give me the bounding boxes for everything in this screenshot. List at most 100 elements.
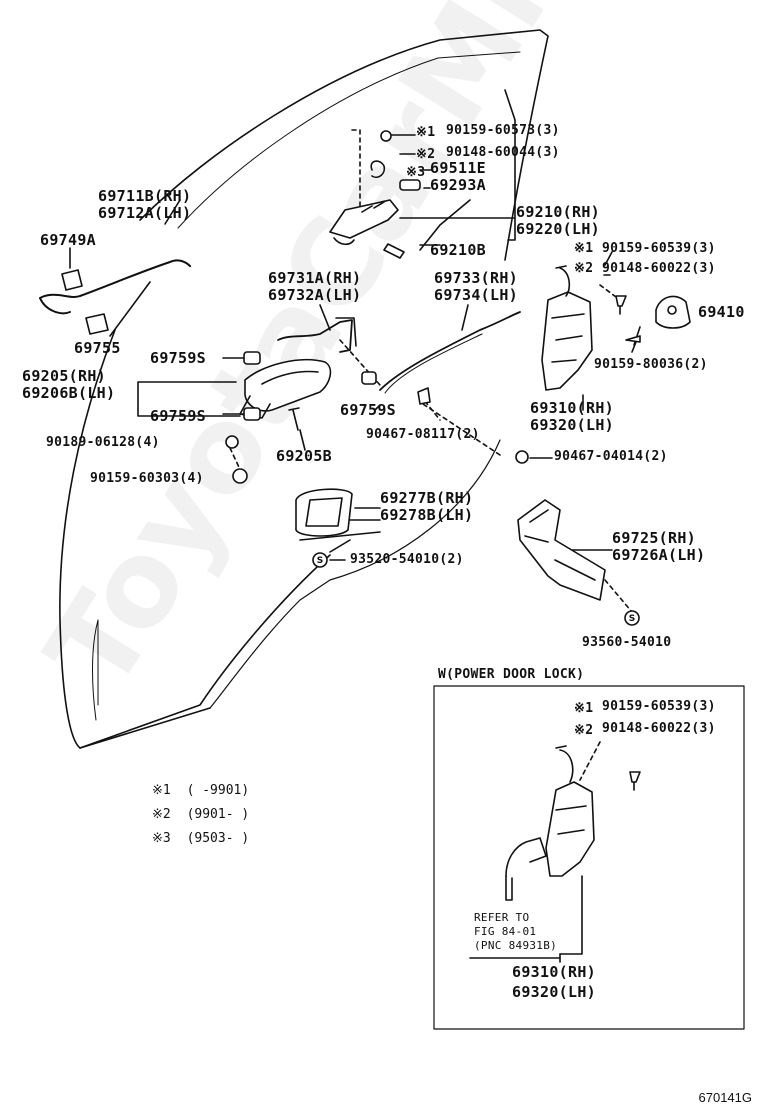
leader-69277 (349, 507, 381, 521)
label-69320-lh: 69320(LH) (530, 416, 614, 434)
inset-connector (505, 837, 547, 877)
label-69749a: 69749A (40, 231, 96, 249)
leader-69711 (164, 199, 181, 225)
inset-mark2: ※2 (574, 723, 594, 738)
label-69278b-lh: 69278B(LH) (380, 506, 474, 524)
mark1-b: ※1 (574, 241, 594, 256)
inside-handle-69205 (244, 358, 332, 412)
spring-69511e (370, 160, 386, 179)
clip-90467-04014 (515, 450, 529, 464)
inset-door-lock (545, 781, 595, 877)
leader-69210-bracket (399, 89, 516, 241)
label-69205-rh: 69205(RH) (22, 367, 106, 385)
label-69712a: 69712A(LH) (98, 204, 192, 222)
label-90148-60044: 90148-60044(3) (446, 145, 560, 160)
inset-refer-line1: REFER TO (474, 911, 530, 924)
pad-69293a (399, 179, 421, 191)
screw-90159-60539 (615, 295, 627, 315)
label-69759s-3: 69759S (340, 401, 396, 419)
clip-69759s-c (361, 371, 377, 385)
note-3-text: (9503- ) (186, 831, 250, 846)
label-69277b-rh: 69277B(RH) (380, 489, 474, 507)
door-bottom-inner (92, 619, 99, 721)
note-2-text: (9901- ) (186, 807, 250, 822)
handle-bezel-69277 (295, 488, 353, 537)
inset-box (433, 685, 745, 1030)
label-69755: 69755 (74, 339, 121, 357)
inset-title: W(POWER DOOR LOCK) (438, 667, 585, 682)
rod-69731 (277, 319, 353, 353)
inset-screw (629, 771, 641, 791)
rod-69711 (39, 259, 191, 299)
label-69210-rh: 69210(RH) (516, 203, 600, 221)
clip-90467-08117 (417, 387, 431, 405)
screw-90159-60303 (232, 468, 248, 484)
label-90467-08117: 90467-08117(2) (366, 427, 480, 442)
label-90159-60539: 90159-60539(3) (602, 241, 716, 256)
label-90148-60022: 90148-60022(3) (602, 261, 716, 276)
label-90467-04014: 90467-04014(2) (554, 449, 668, 464)
label-69293a: 69293A (430, 176, 486, 194)
s-mark-93520: S (317, 556, 323, 566)
label-93520-54010: 93520-54010(2) (350, 552, 464, 567)
label-69733-rh: 69733(RH) (434, 269, 518, 287)
door-lock-69310 (541, 291, 593, 391)
rod-69733 (379, 311, 521, 391)
label-69220-lh: 69220(LH) (516, 220, 600, 238)
note-1: ※1 ( -9901) (152, 784, 249, 798)
door-bottom (79, 707, 211, 749)
inset-mark1: ※1 (574, 701, 594, 716)
note-2: ※2 (9901- ) (152, 808, 249, 822)
label-69310-rh: 69310(RH) (530, 399, 614, 417)
screw-93520 (312, 552, 328, 568)
door-outline-left (59, 329, 331, 749)
leader-69205-bracket (137, 381, 241, 417)
nut-90189 (225, 435, 239, 449)
label-69711b: 69711B(RH) (98, 187, 192, 205)
mark2-b: ※2 (574, 261, 594, 276)
label-90159-60303: 90159-60303(4) (90, 471, 204, 486)
note-1-mark: ※1 (152, 783, 171, 798)
note-2-mark: ※2 (152, 807, 171, 822)
s-mark-93560: S (629, 614, 635, 624)
inset-label-90148-60022: 90148-60022(3) (602, 721, 716, 736)
label-69206b-lh: 69206B(LH) (22, 384, 116, 402)
mark3-a: ※3 (406, 165, 426, 180)
label-90159-80036: 90159-80036(2) (594, 357, 708, 372)
screw-69210b (383, 243, 405, 259)
inset-refer-line3: (PNC 84931B) (474, 939, 558, 952)
note-3-mark: ※3 (152, 831, 171, 846)
inset-label-90159-60539: 90159-60539(3) (602, 699, 716, 714)
note-3: ※3 (9503- ) (152, 832, 249, 846)
screw-93560 (624, 610, 640, 626)
label-69725-rh: 69725(RH) (612, 529, 696, 547)
screw-90159-60573 (380, 130, 392, 142)
mark1-a: ※1 (416, 125, 436, 140)
door-outline (139, 29, 549, 261)
striker-69410 (655, 295, 691, 329)
clip-69759s-a (243, 351, 261, 365)
screw-90159-80036 (625, 335, 641, 353)
label-69759s-1: 69759S (150, 349, 206, 367)
inset-label-69310-rh: 69310(RH) (512, 963, 596, 981)
label-69410: 69410 (698, 303, 745, 321)
clip-69759s-b (243, 407, 261, 421)
note-1-text: ( -9901) (186, 783, 250, 798)
label-69732a-lh: 69732A(LH) (268, 286, 362, 304)
label-69759s-2: 69759S (150, 407, 206, 425)
label-69205b: 69205B (276, 447, 332, 465)
screw-69205b (288, 407, 300, 431)
figure-number: 670141G (698, 1090, 753, 1105)
leader-69755 (109, 281, 151, 337)
leader-69733 (461, 304, 469, 331)
label-90159-60573: 90159-60573(3) (446, 123, 560, 138)
label-90189-06128: 90189-06128(4) (46, 435, 160, 450)
label-69726a-lh: 69726A(LH) (612, 546, 706, 564)
label-69511e: 69511E (430, 159, 486, 177)
label-69731a-rh: 69731A(RH) (268, 269, 362, 287)
clip-69749a (61, 269, 83, 291)
label-69734-lh: 69734(LH) (434, 286, 518, 304)
clip-69755 (85, 313, 109, 335)
